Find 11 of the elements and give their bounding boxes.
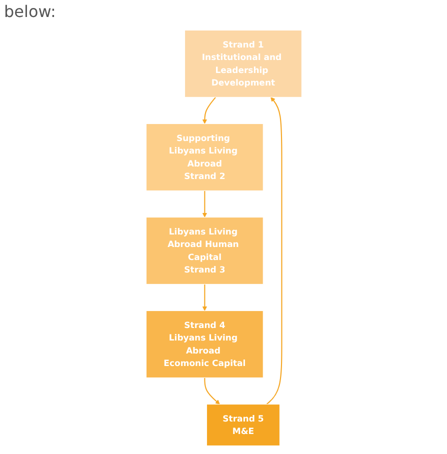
node-box: Strand 4 Libyans Living Abroad Ecomonic Capital [146,310,263,378]
node-box: Strand 5 M&E [206,404,280,446]
intro-text: below: [4,2,56,21]
arrow [266,97,282,405]
node-box: Supporting Libyans Living Abroad Strand 2 [146,124,263,191]
node-box: Strand 1 Institutional and Leadership Development [184,30,302,98]
node-box: Libyans Living Abroad Human Capital Strand 3 [146,217,263,284]
arrow [202,96,216,124]
arrow [202,284,207,311]
arrow [204,378,220,404]
arrow [202,190,207,218]
